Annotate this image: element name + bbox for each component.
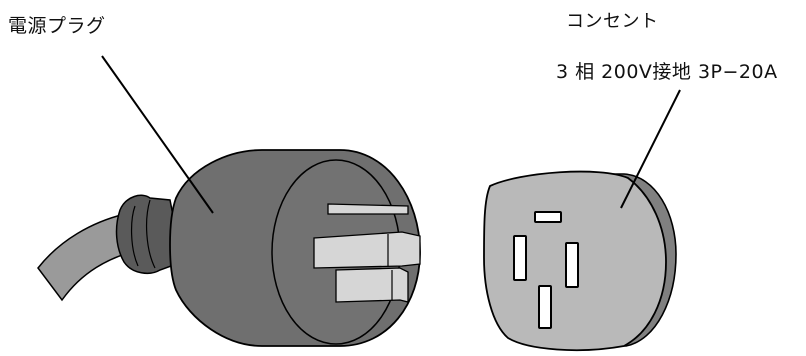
outlet-slots: [513, 211, 579, 329]
ground-slot: [534, 211, 562, 223]
outlet-leader-line: [620, 89, 681, 209]
outlet-spec-label: 3 相 200V接地 3P−20A: [556, 61, 778, 83]
right-slot: [565, 242, 579, 288]
left-slot: [513, 235, 527, 281]
outlet-label: コンセント: [566, 11, 659, 32]
plug-prongs: [313, 203, 421, 303]
plug-strain-relief: [115, 194, 183, 275]
bottom-slot: [538, 285, 552, 329]
outlet-body: [483, 170, 677, 352]
plug-leader-line: [101, 55, 214, 214]
power-plug-label: 電源プラグ: [8, 15, 106, 37]
